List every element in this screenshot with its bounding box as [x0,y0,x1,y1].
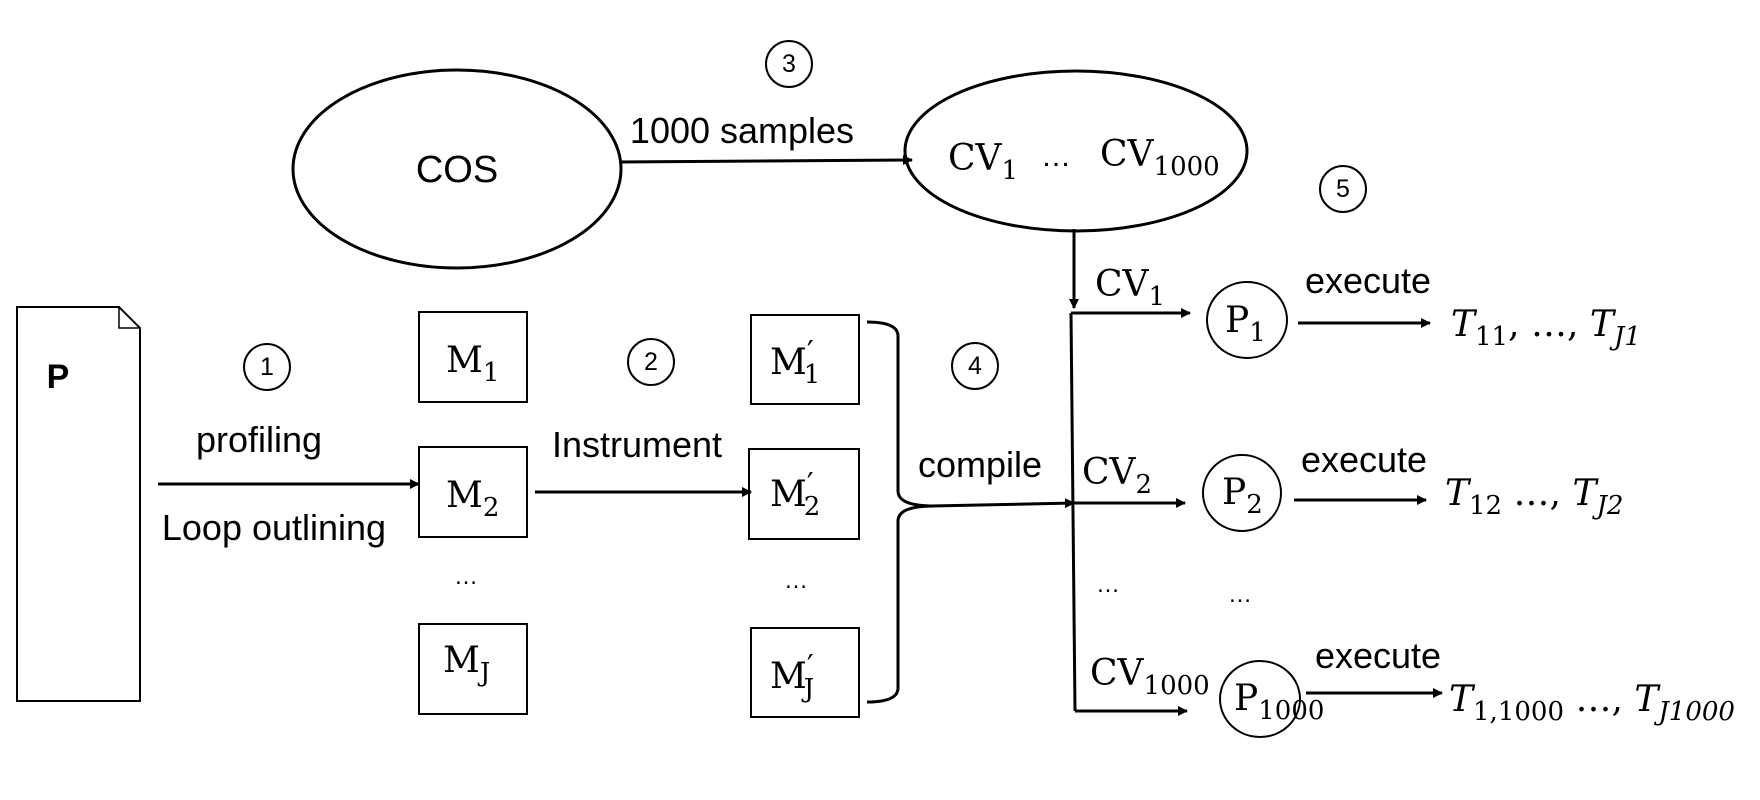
svg-text:P: P [47,358,70,396]
cv-row-1000: CV1000 P1000 execute T1,1000 …, TJ1000 [1075,635,1735,738]
svg-text:T11, …, TJ1: T11, …, TJ1 [1451,304,1641,352]
compile-arrow [930,498,1075,509]
step-4-marker: 4 [951,342,999,390]
step-5-marker: 5 [1319,165,1367,213]
svg-text:M′2: M′2 [770,467,820,522]
svg-text:CV1000: CV1000 [1100,134,1220,182]
program-document: P [16,306,141,702]
svg-text:CV1000: CV1000 [1090,653,1210,701]
instrumented-module-box-j: M′J [750,627,860,718]
compile-label: compile [918,444,1042,485]
svg-text:M1: M1 [446,340,499,388]
svg-text:MJ: MJ [443,640,490,688]
module-box-1: M1 [418,311,528,403]
svg-text:5: 5 [1336,175,1350,203]
svg-text:execute: execute [1305,260,1431,301]
distribution-spine [1069,312,1077,712]
module-box-2: M2 [418,446,528,538]
instrument-label: Instrument [552,424,722,465]
compile-brace [866,320,935,704]
svg-text:CV1: CV1 [948,138,1018,186]
svg-text:T12 …, TJ2: T12 …, TJ2 [1445,473,1623,521]
svg-text:COS: COS [416,149,498,191]
svg-text:1: 1 [260,353,274,381]
cv-row-2: CV2 P2 execute T12 …, TJ2 [1073,439,1623,532]
svg-text:…: … [1041,140,1071,173]
svg-text:1000 samples: 1000 samples [630,110,854,151]
cos-node: COS [291,68,623,270]
instrumented-module-box-1: M′1 [750,314,860,405]
cv-ellipsis: … [1096,571,1120,598]
program-ellipsis: … [1228,581,1252,608]
step-2-marker: 2 [627,338,675,386]
cv-row-1: CV1 P1 execute T11, …, TJ1 [1071,260,1641,359]
svg-text:3: 3 [782,50,796,78]
instrumented-module-ellipsis: … [784,567,808,594]
svg-text:P2: P2 [1222,472,1263,520]
profiling-label: profiling [196,419,322,460]
instrumented-module-box-2: M′2 [748,448,860,540]
svg-text:M2: M2 [446,475,499,523]
module-box-j: MJ [418,623,528,715]
svg-text:CV2: CV2 [1082,452,1152,500]
svg-text:execute: execute [1301,439,1427,480]
config-pool-node: CV1 … CV1000 [903,69,1249,233]
svg-text:4: 4 [968,352,982,380]
svg-text:P1000: P1000 [1234,678,1324,726]
step-3-marker: 3 [765,40,813,88]
svg-text:M′J: M′J [770,649,814,704]
svg-text:2: 2 [644,348,658,376]
svg-text:M′1: M′1 [770,335,820,390]
loop-outlining-label: Loop outlining [162,507,386,548]
svg-text:execute: execute [1315,635,1441,676]
svg-text:CV1: CV1 [1095,264,1165,312]
svg-text:P1: P1 [1225,300,1266,348]
svg-text:T1,1000 …, TJ1000: T1,1000 …, TJ1000 [1449,679,1735,727]
module-ellipsis: … [454,563,478,590]
step-1-marker: 1 [243,343,291,391]
samples-arrow: 1000 samples [620,110,913,166]
